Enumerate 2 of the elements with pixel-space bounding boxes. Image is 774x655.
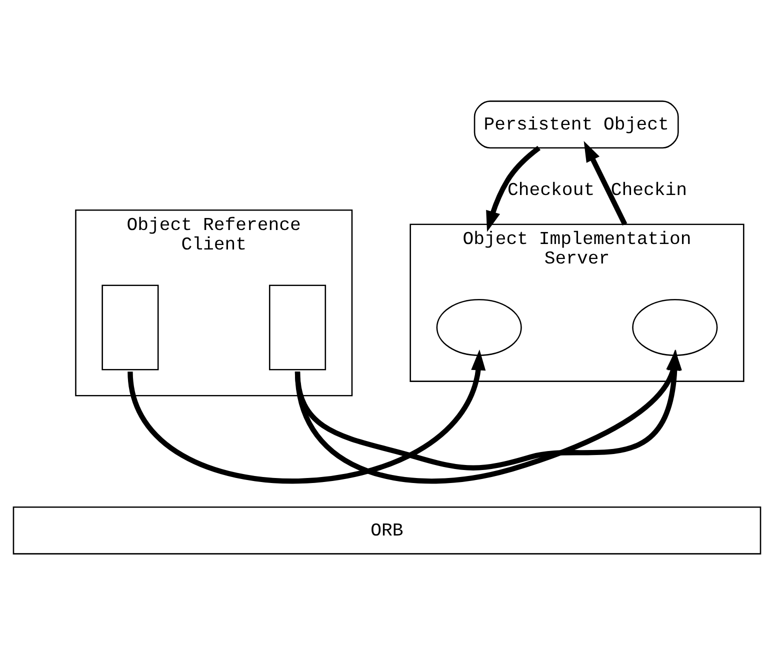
edge-label: Checkout — [508, 180, 595, 201]
edge-label: Checkin — [610, 180, 688, 201]
